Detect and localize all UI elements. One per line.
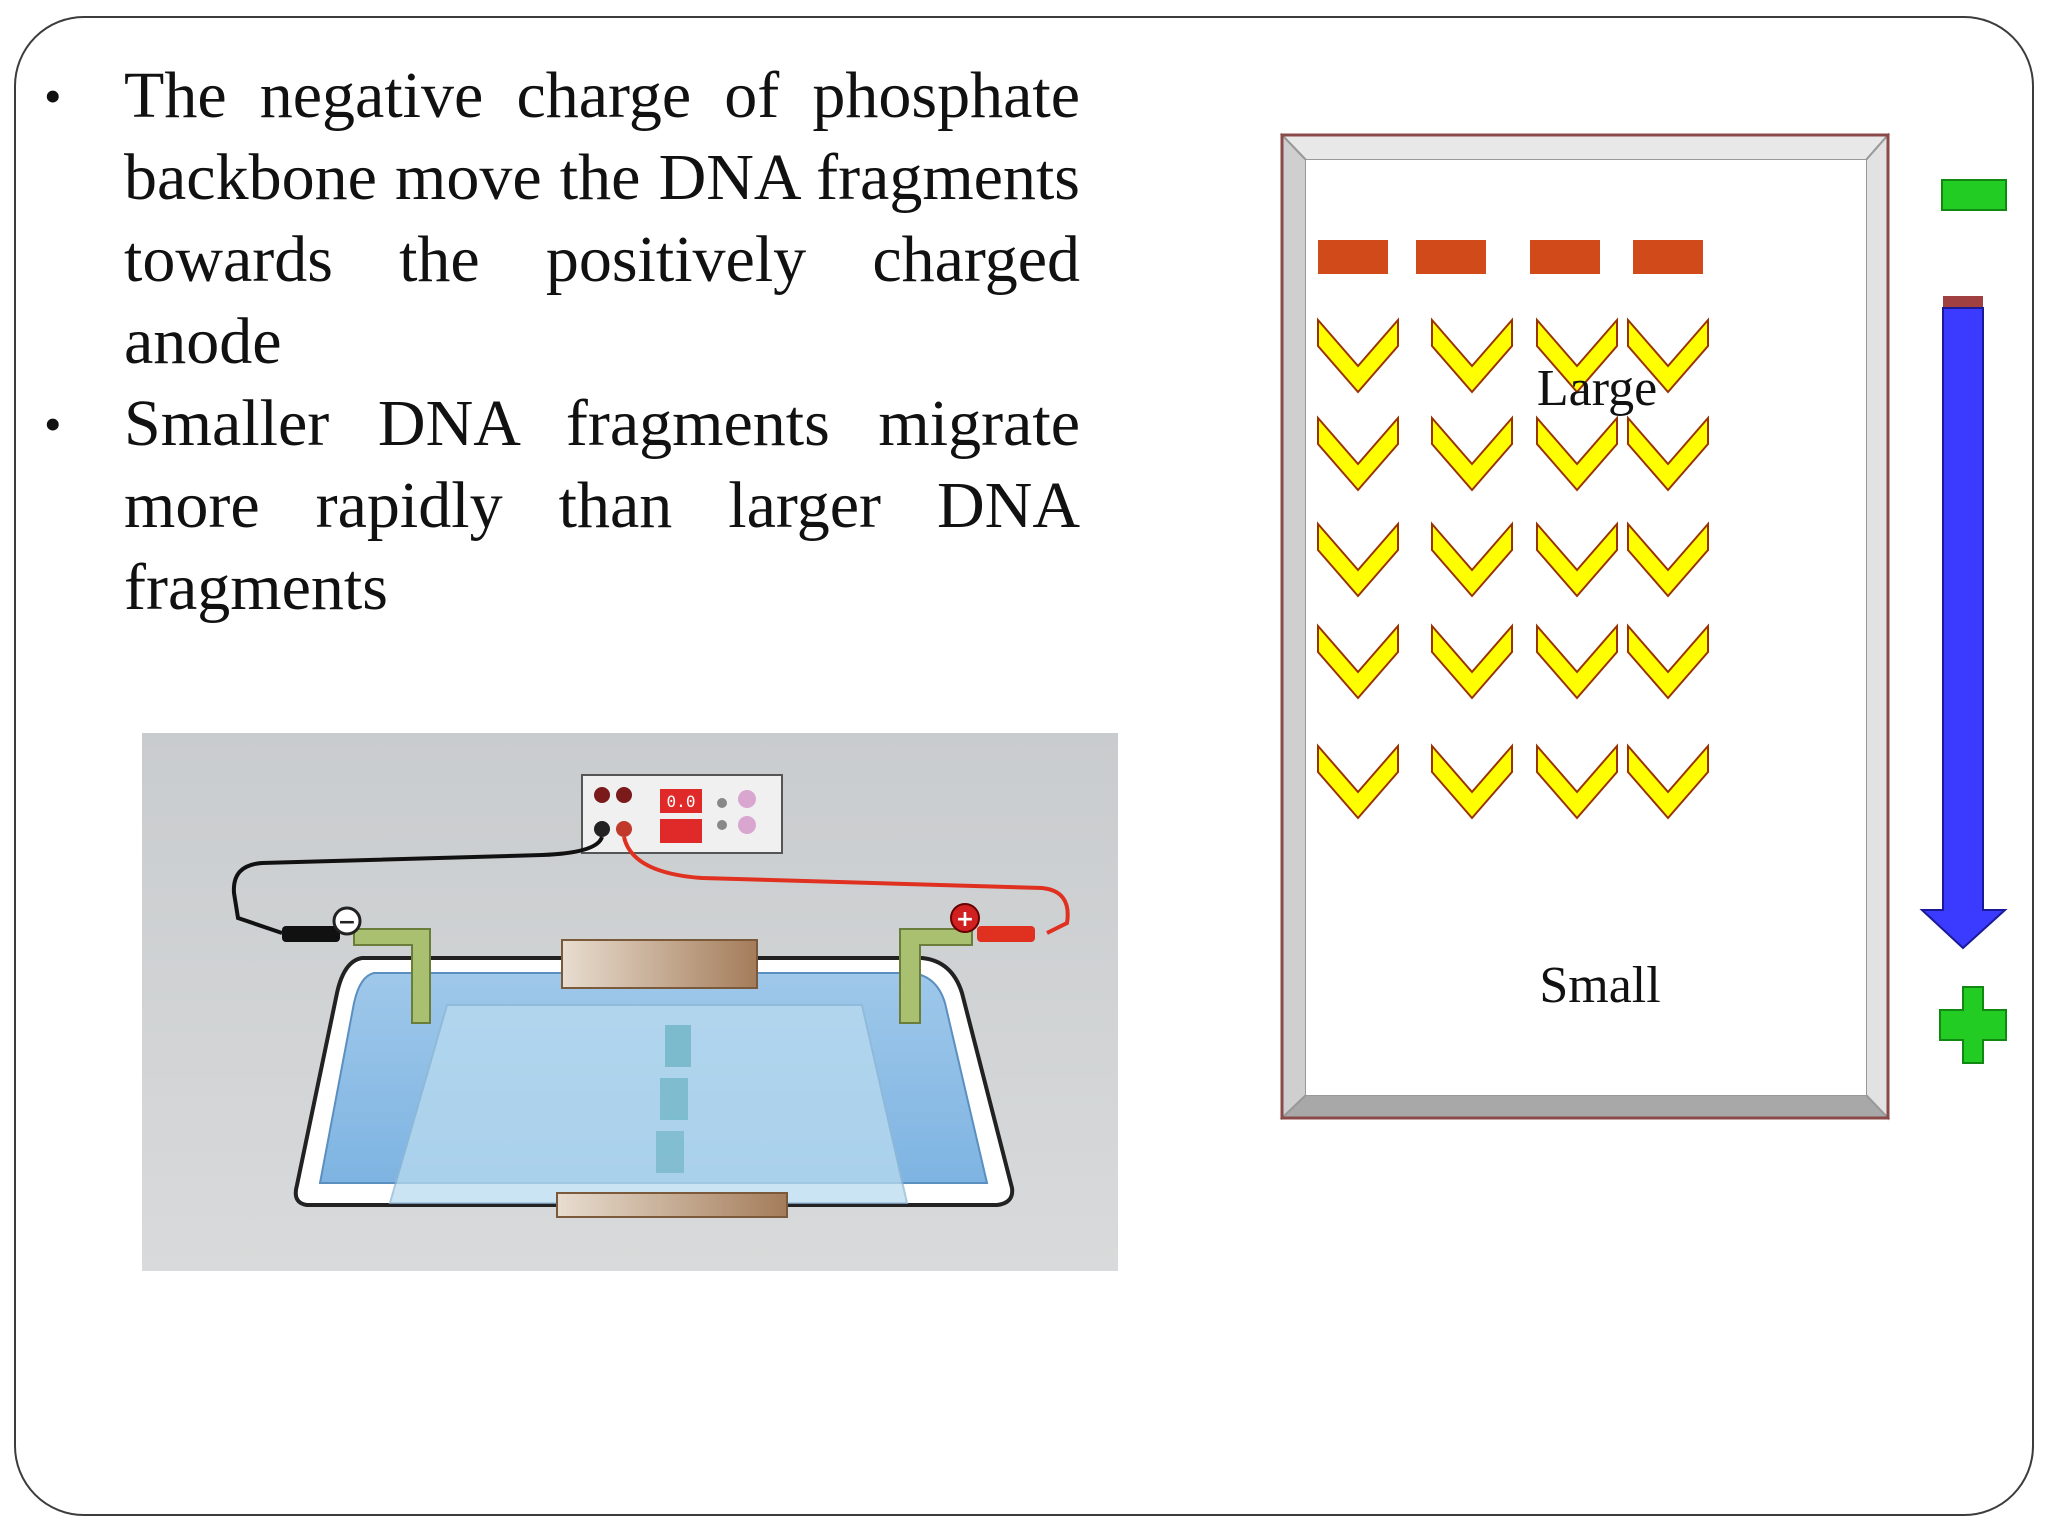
power-display-bottom — [660, 819, 702, 843]
dna-band-chevron — [1536, 317, 1618, 394]
positive-electrode-icon — [1939, 986, 2007, 1064]
small-fragments-label: Small — [1539, 957, 1660, 1014]
power-port — [594, 787, 610, 803]
large-fragments-label: Large — [1537, 360, 1657, 417]
dna-band-chevron — [1536, 521, 1618, 598]
gel-band — [656, 1131, 684, 1173]
gel-well — [1416, 240, 1486, 274]
gel-marks — [1317, 240, 1709, 820]
gel-frame-right — [1865, 132, 1889, 1121]
bullet-item-1: • The negative charge of phosphate backb… — [40, 55, 1080, 383]
dna-band-chevron — [1431, 415, 1513, 492]
power-port — [616, 821, 632, 837]
dna-band-chevron — [1627, 415, 1709, 492]
bullet-dot: • — [44, 68, 62, 124]
gel-frame-outline — [1280, 133, 1890, 1120]
gel-surface — [1306, 160, 1866, 1095]
dna-band-chevron — [1317, 743, 1399, 820]
power-display-readout: 0.0 — [667, 792, 696, 811]
negative-plug — [282, 926, 340, 942]
bullet-list: • The negative charge of phosphate backb… — [40, 55, 1080, 629]
dna-band-chevron — [1431, 317, 1513, 394]
dna-band-chevron — [1627, 743, 1709, 820]
gel-frame-top — [1279, 134, 1891, 161]
dna-band-chevron — [1627, 521, 1709, 598]
power-button — [717, 798, 727, 808]
gel-frame-bottom — [1279, 1094, 1891, 1119]
positive-wire — [622, 836, 1070, 935]
bullet-text: Smaller DNA fragments migrate more rapid… — [124, 387, 1080, 624]
dna-band-chevron — [1317, 521, 1399, 598]
power-port — [594, 821, 610, 837]
migration-direction-arrow — [1919, 307, 2008, 950]
gel-band — [660, 1078, 688, 1120]
negative-electrode-clip — [353, 928, 431, 1024]
power-button — [717, 820, 727, 830]
dna-band-chevron — [1317, 415, 1399, 492]
top-electrode-bar — [561, 939, 758, 989]
dna-band-chevron — [1536, 743, 1618, 820]
dna-band-chevron — [1431, 743, 1513, 820]
gel-well — [1318, 240, 1388, 274]
dna-band-chevron — [1627, 623, 1709, 700]
dna-band-chevron — [1431, 623, 1513, 700]
bottom-electrode-bar — [556, 1192, 788, 1218]
gel-band — [665, 1025, 691, 1067]
dna-band-chevron — [1536, 623, 1618, 700]
gel-well — [1633, 240, 1703, 274]
negative-electrode-icon — [1941, 179, 2007, 211]
electrophoresis-apparatus-image: 0.0 − + — [142, 733, 1118, 1271]
power-knob — [738, 790, 756, 808]
negative-terminal-symbol: − — [338, 910, 356, 935]
positive-terminal-icon — [950, 903, 980, 933]
bullet-dot: • — [44, 396, 62, 452]
power-knob — [738, 816, 756, 834]
negative-wire — [231, 836, 604, 935]
bullet-item-2: • Smaller DNA fragments migrate more rap… — [40, 383, 1080, 629]
gel-well — [1530, 240, 1600, 274]
negative-terminal-icon — [332, 906, 362, 936]
dna-band-chevron — [1317, 317, 1399, 394]
gel-migration-diagram: Large Small — [1279, 132, 2008, 1121]
agarose-gel — [388, 1004, 909, 1204]
positive-terminal-symbol: + — [956, 907, 974, 932]
dna-band-chevron — [1431, 521, 1513, 598]
dna-band-chevron — [1317, 623, 1399, 700]
dna-band-chevron — [1627, 317, 1709, 394]
positive-plug — [977, 926, 1035, 942]
dna-band-chevron — [1536, 415, 1618, 492]
migration-arrow-cap — [1943, 296, 1983, 308]
bullet-text: The negative charge of phosphate backbon… — [124, 59, 1080, 378]
power-display-top — [660, 789, 702, 813]
gel-frame-left — [1281, 132, 1307, 1121]
power-port — [616, 787, 632, 803]
